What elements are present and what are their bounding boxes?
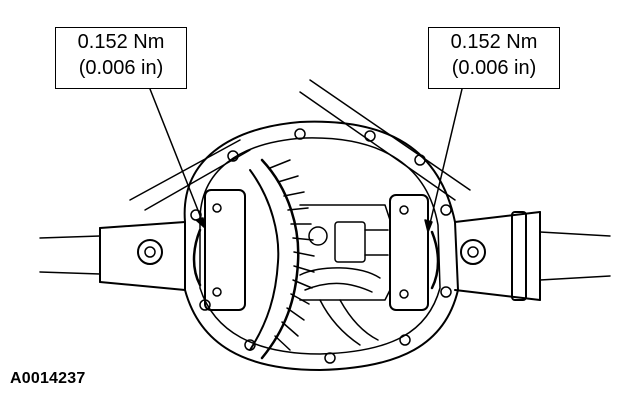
callout-right-value: 0.152 Nm [450, 31, 538, 53]
callout-left-value: 0.152 Nm [77, 31, 165, 53]
axle-nut-left [137, 239, 163, 265]
callout-right-alt: (0.006 in) [451, 57, 537, 79]
ring-gear [249, 158, 315, 360]
cover-bolts [190, 128, 452, 364]
callout-leader-left [149, 88, 206, 229]
housing-outline [183, 120, 459, 371]
axle-nut-right [460, 239, 486, 265]
bearing-cap-right [389, 194, 440, 311]
brace-lines [129, 79, 471, 211]
callout-leader-right [424, 88, 463, 233]
differential-case [299, 204, 391, 346]
axle-flange-right [511, 211, 527, 301]
bearing-cap-left [192, 189, 246, 311]
shim-callout-right: 0.152 Nm (0.006 in) [428, 27, 560, 89]
axle-tube-left [39, 221, 186, 291]
callout-left-alt: (0.006 in) [78, 57, 164, 79]
shim-callout-left: 0.152 Nm (0.006 in) [55, 27, 187, 89]
figure-id: A0014237 [10, 370, 86, 387]
axle-tube-right [454, 211, 611, 301]
housing-inner-rim [199, 137, 441, 355]
